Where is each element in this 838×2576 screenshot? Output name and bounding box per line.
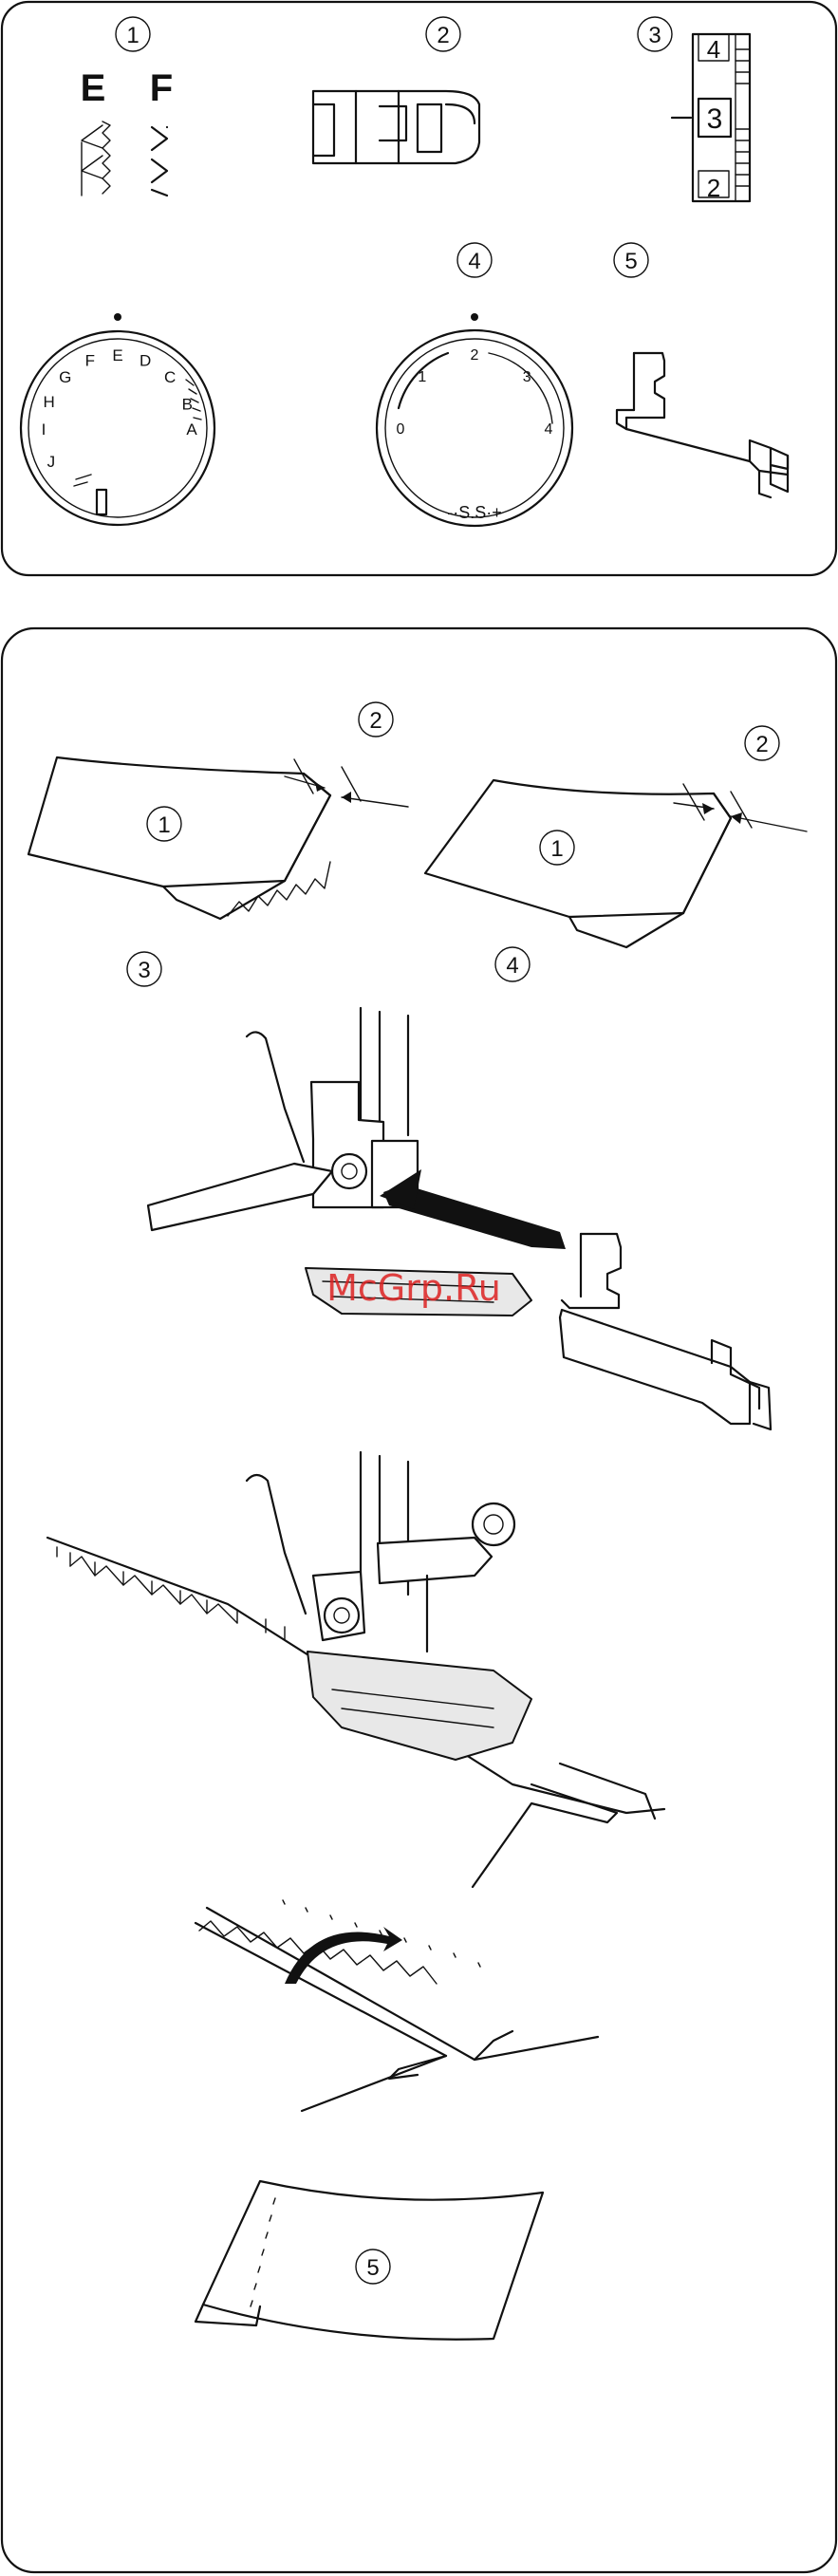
width-dial-number: 4 [545, 421, 553, 438]
pattern-dial-letter: H [44, 393, 55, 411]
svg-text:2: 2 [369, 708, 382, 734]
pattern-dial-letter: J [47, 453, 56, 471]
marker-3-top: 3 [638, 17, 672, 51]
fabric-fold-heavy: 1 [28, 757, 408, 919]
presser-foot-icon [313, 91, 479, 163]
svg-text:4: 4 [468, 249, 480, 274]
svg-text:5: 5 [624, 249, 637, 274]
marker-1-step-left: 1 [158, 812, 170, 838]
pattern-letter-e: E [81, 67, 106, 109]
pattern-dial-letter: F [85, 352, 95, 370]
pattern-dial-letter: B [182, 395, 193, 413]
svg-text:2: 2 [755, 732, 768, 757]
svg-text:2: 2 [437, 23, 449, 48]
blind-hem-guide-part [560, 1234, 771, 1429]
width-dial-number: 3 [523, 369, 531, 385]
marker-5-top: 5 [614, 243, 648, 277]
marker-4-top: 4 [457, 243, 492, 277]
stitch-width-dial: 0 1 2 3 4 -·S.S·+ [377, 313, 572, 526]
width-dial-bottom-label: -·S.S·+ [447, 503, 502, 522]
marker-5-step: 5 [366, 2255, 379, 2281]
sewing-blind-hem-illustration [47, 1452, 664, 1887]
marker-1-step-right: 1 [550, 836, 563, 862]
scale-number-middle: 3 [707, 103, 723, 135]
scale-number-bottom: 2 [707, 174, 720, 202]
marker-2-top: 2 [426, 17, 460, 51]
panel-settings-frame [2, 2, 836, 575]
svg-text:4: 4 [506, 953, 518, 979]
marker-2-step-right: 2 [745, 726, 779, 760]
svg-text:3: 3 [648, 23, 661, 48]
pattern-dial-letter: E [112, 346, 122, 364]
fold-over-illustration [196, 1900, 598, 2111]
width-dial-number: 1 [418, 369, 426, 385]
pattern-dial-letter: C [164, 368, 176, 386]
marker-4-step: 4 [495, 947, 530, 981]
pattern-dial-letter: I [42, 420, 47, 439]
stitch-length-scale: 4 3 2 [672, 34, 750, 202]
pattern-dial-letter: G [59, 368, 71, 386]
watermark-text: McGrp.Ru [326, 1267, 501, 1309]
marker-3-step: 3 [127, 952, 161, 986]
svg-text:3: 3 [138, 958, 150, 983]
scale-number-top: 4 [707, 35, 720, 64]
blind-hem-guide-icon [617, 353, 788, 497]
width-dial-number: 2 [471, 347, 479, 364]
pattern-dial-letter: A [186, 420, 197, 439]
stitch-pattern-f-icon [152, 127, 167, 196]
fabric-fold-light: 1 [425, 780, 807, 947]
width-dial-number: 0 [397, 421, 405, 438]
marker-2-step-left: 2 [359, 702, 393, 737]
finished-hem-illustration: 5 [196, 2181, 543, 2340]
stitch-pattern-e-icon [82, 121, 110, 196]
svg-text:1: 1 [126, 23, 139, 48]
marker-1-top: 1 [116, 17, 150, 51]
pattern-letter-f: F [150, 67, 173, 109]
pattern-dial-letter: D [140, 352, 151, 370]
